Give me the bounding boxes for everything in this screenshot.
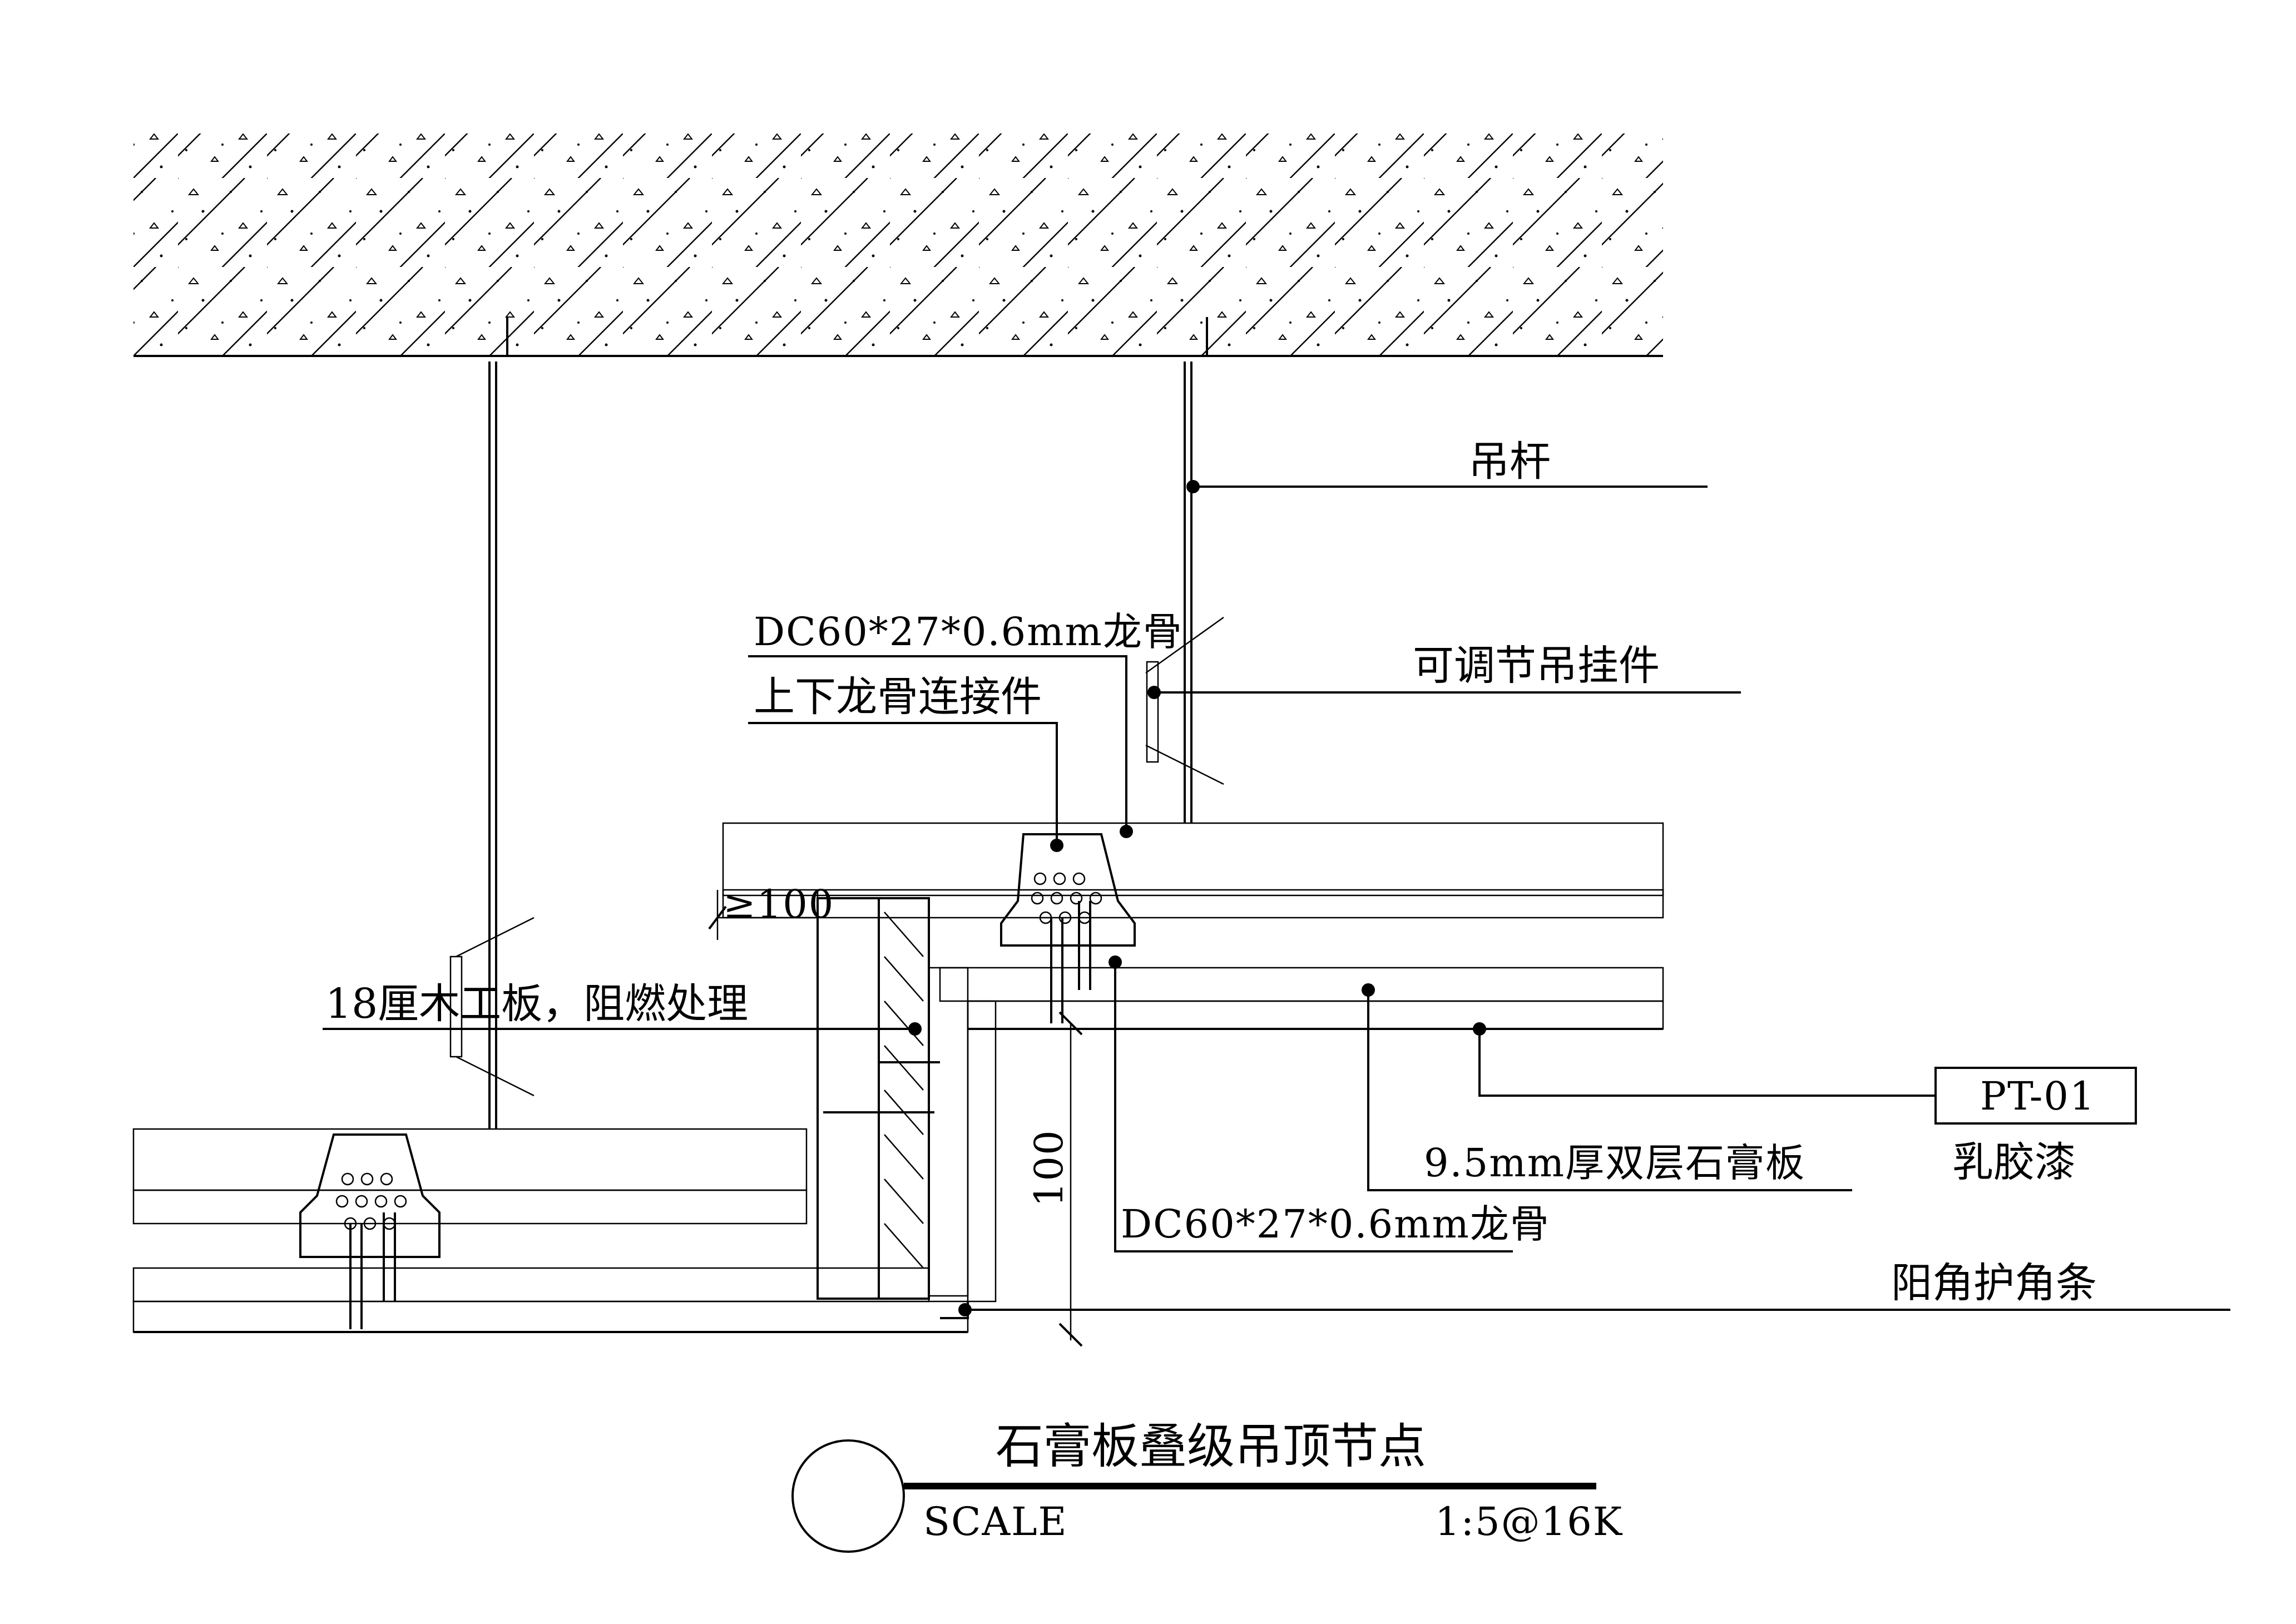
title-block: 石膏板叠级吊顶节点 SCALE 1:5@16K: [791, 1419, 1623, 1553]
plywood-panel: [817, 897, 940, 1300]
label-keel-lower: DC60*27*0.6mm龙骨: [1121, 1201, 1550, 1247]
upper-keel: [722, 822, 1664, 1023]
label-finish-code: PT-01: [1980, 1073, 2096, 1119]
leader-keel-lower: DC60*27*0.6mm龙骨: [1109, 955, 1550, 1252]
dimension-drop-text: 100: [1026, 1129, 1072, 1207]
upper-gypsum-board: [939, 967, 1664, 1030]
leader-adjustable-hanger: 可调节吊挂件: [1147, 642, 1741, 699]
label-plywood: 18厘木工板，阻燃处理: [325, 980, 748, 1028]
dimension-drop: 100: [1026, 1011, 1083, 1347]
leader-finish: PT-01 乳胶漆: [1473, 1022, 2137, 1186]
dimension-overlap: ≥100: [708, 882, 834, 940]
leader-gypsum-board: 9.5mm厚双层石膏板: [1362, 983, 1852, 1191]
leader-corner-bead: 阳角护角条: [958, 1259, 2230, 1316]
leader-hanger-rod: 吊杆: [1186, 438, 1708, 493]
leader-connector: 上下龙骨连接件: [748, 673, 1063, 852]
lower-keel: [132, 1128, 808, 1329]
scale-value: 1:5@16K: [1435, 1499, 1623, 1544]
label-corner-bead: 阳角护角条: [1891, 1259, 2097, 1307]
concrete-slab: [133, 133, 1663, 357]
label-finish-name: 乳胶漆: [1952, 1138, 2076, 1186]
leader-plywood: 18厘木工板，阻燃处理: [323, 980, 922, 1036]
label-keel-upper: DC60*27*0.6mm龙骨: [754, 609, 1183, 655]
hanger-rod-left: [449, 317, 535, 1129]
drawing-title: 石膏板叠级吊顶节点: [996, 1419, 1426, 1474]
side-gypsum-board: [928, 967, 997, 1303]
lower-gypsum-board: [132, 1267, 969, 1333]
scale-label: SCALE: [923, 1499, 1068, 1544]
hanger-rod-right: [1145, 317, 1224, 823]
label-adjustable-hanger: 可调节吊挂件: [1413, 642, 1660, 690]
label-connector: 上下龙骨连接件: [754, 673, 1042, 721]
label-hanger-rod: 吊杆: [1468, 438, 1551, 486]
leader-keel-upper: DC60*27*0.6mm龙骨: [748, 609, 1183, 838]
dimension-overlap-text: ≥100: [723, 882, 834, 927]
label-gypsum-board: 9.5mm厚双层石膏板: [1424, 1140, 1805, 1186]
